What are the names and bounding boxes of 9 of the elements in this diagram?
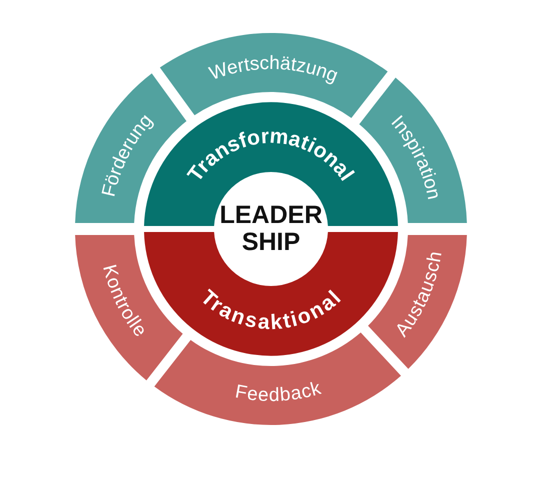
center-title: LEADER SHIP	[220, 202, 322, 256]
outer-ring-segment	[75, 235, 183, 380]
segment-label: Wertschätzung	[206, 52, 342, 86]
outer-ring-segment	[359, 78, 467, 223]
segment-label: Feedback	[234, 377, 324, 406]
outer-ring-segment	[160, 33, 388, 118]
outer-ring-segment	[75, 73, 186, 223]
outer-ring-segment	[368, 235, 467, 369]
inner-ring-segment	[144, 232, 398, 356]
